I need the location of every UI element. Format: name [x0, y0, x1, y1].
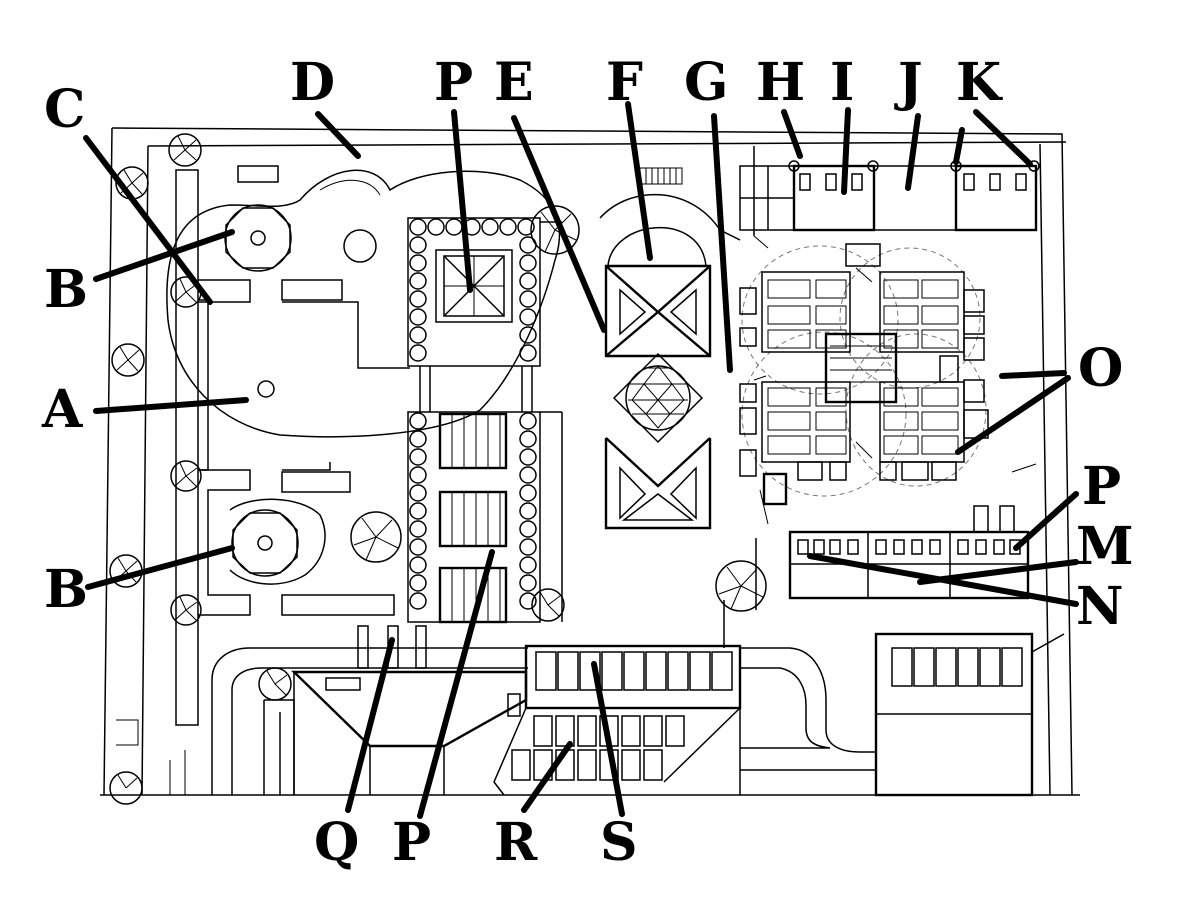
leader-lines	[83, 101, 1079, 819]
label-o: O	[1078, 338, 1123, 399]
leader-q	[345, 637, 395, 813]
leader-a	[93, 397, 249, 414]
leader-k2	[973, 109, 1033, 167]
pavilion-bottom	[229, 498, 326, 585]
service-buildings-top	[739, 146, 1040, 249]
leader-j	[905, 113, 921, 191]
leader-p-right	[1013, 491, 1079, 551]
label-q: Q	[314, 812, 359, 873]
seating-grid	[739, 243, 1037, 525]
leader-d	[315, 111, 361, 159]
geodesic-dome	[612, 352, 704, 444]
arch-entrance	[599, 167, 741, 267]
leader-p-top	[451, 109, 473, 293]
kiosk-row-building	[755, 505, 1030, 610]
label-k: K	[956, 52, 1003, 113]
curved-garden-outline	[166, 169, 561, 438]
leader-c	[83, 135, 213, 305]
leader-k1	[953, 127, 965, 165]
leader-i	[841, 107, 851, 195]
label-f: F	[606, 52, 643, 113]
label-c: C	[44, 79, 85, 140]
leader-e	[511, 115, 607, 333]
label-h: H	[756, 52, 805, 113]
bottom-right-building	[874, 632, 1065, 797]
leader-p-bottom	[417, 549, 495, 819]
label-a: A	[41, 379, 83, 440]
leader-g	[711, 113, 733, 373]
bowtie-shelter-top	[604, 264, 712, 358]
label-e: E	[494, 52, 534, 113]
label-d: D	[290, 52, 335, 113]
label-m: M	[1076, 516, 1134, 577]
market-building	[493, 644, 742, 796]
leader-o1	[999, 370, 1067, 379]
label-letters: C B A B D P E F G H I J K O P M N Q P R …	[41, 52, 1134, 873]
leader-n	[807, 553, 1079, 607]
ribbed-planters	[438, 412, 508, 624]
roads	[211, 600, 876, 795]
leader-b-bottom	[85, 545, 235, 590]
leader-h	[781, 109, 803, 159]
label-s: S	[600, 812, 638, 873]
label-b-top: B	[44, 259, 88, 320]
label-p-bottom: P	[392, 812, 431, 873]
leader-f	[625, 101, 653, 261]
pyramid-kiosk	[435, 249, 513, 323]
gate-building	[263, 625, 528, 795]
bowtie-shelter-bottom	[604, 437, 712, 530]
leader-b-top	[93, 229, 235, 282]
left-wall-strip	[175, 169, 251, 726]
leader-o2	[955, 375, 1071, 455]
label-b-bottom: B	[44, 559, 88, 620]
leader-s	[591, 661, 625, 817]
label-r: R	[494, 812, 538, 873]
pavilion-top	[224, 204, 292, 272]
central-walkway	[407, 217, 563, 623]
label-n: N	[1076, 576, 1124, 637]
label-j: J	[894, 52, 923, 113]
label-p-top: P	[434, 52, 473, 113]
label-i: I	[830, 52, 854, 113]
label-g: G	[684, 52, 728, 113]
garden-benches	[237, 165, 410, 616]
label-p-right: P	[1082, 456, 1121, 517]
leader-r	[521, 741, 573, 813]
